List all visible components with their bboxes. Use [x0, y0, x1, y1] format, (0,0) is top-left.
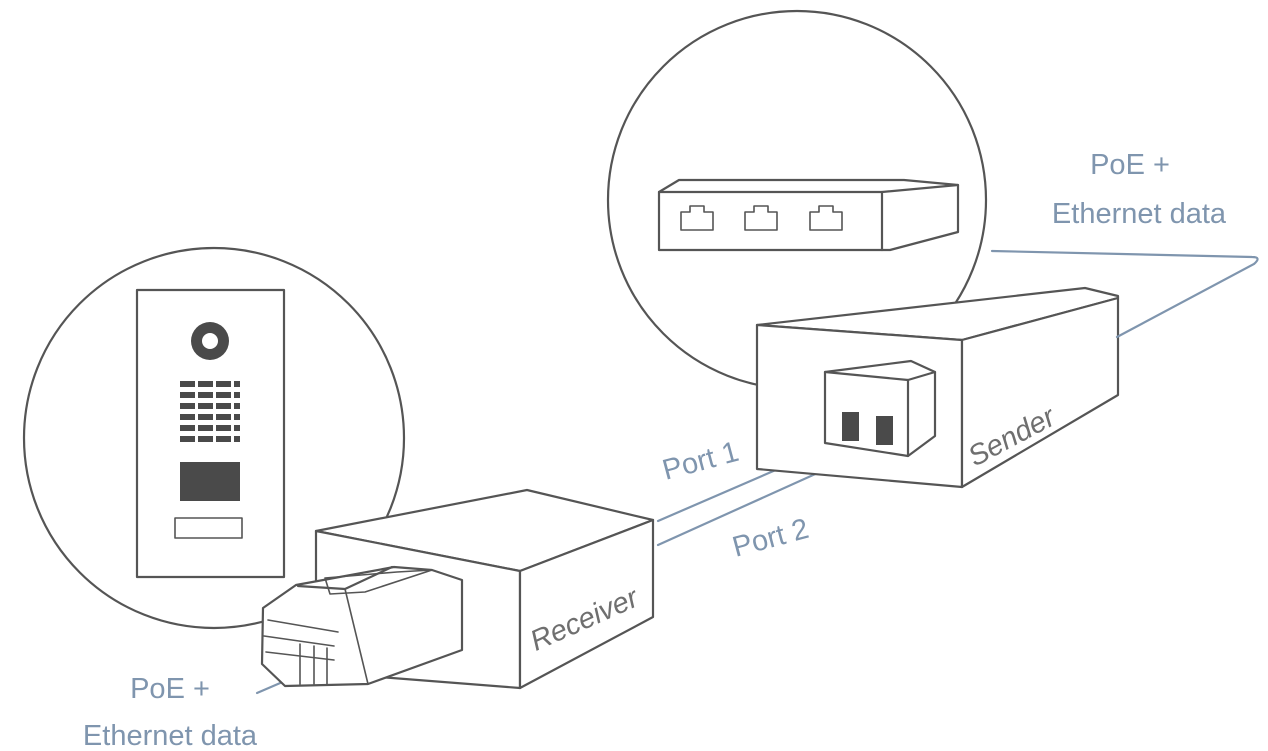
receiver-side-face: [518, 518, 655, 690]
poe-output-label-line1: PoE +: [130, 673, 210, 705]
port-2-label: Port 2: [729, 513, 812, 564]
rj45-plug-icon: [255, 565, 464, 695]
poe-input-label-line1: PoE +: [1090, 149, 1170, 181]
sender-side-face: [960, 296, 1120, 489]
call-button: [174, 517, 243, 539]
port-1-label: Port 1: [659, 436, 742, 487]
sender-port-1: [842, 412, 859, 441]
door-station-callout-circle: [22, 246, 406, 630]
sender-unit: [755, 286, 1120, 489]
keypad-display: [180, 462, 240, 501]
network-switch-icon: [657, 178, 960, 252]
switch-port-3-icon: [809, 205, 843, 231]
door-station-callout: [22, 246, 406, 630]
switch-port-1-icon: [680, 205, 714, 231]
poe-output-label-line2: Ethernet data: [83, 720, 258, 751]
switch-port-2-icon: [744, 205, 778, 231]
sender-port-2: [876, 416, 893, 445]
sender-input-cable: [990, 249, 1259, 339]
speaker-grille-icon: [180, 381, 240, 442]
poe-input-label-line2: Ethernet data: [1052, 198, 1227, 230]
